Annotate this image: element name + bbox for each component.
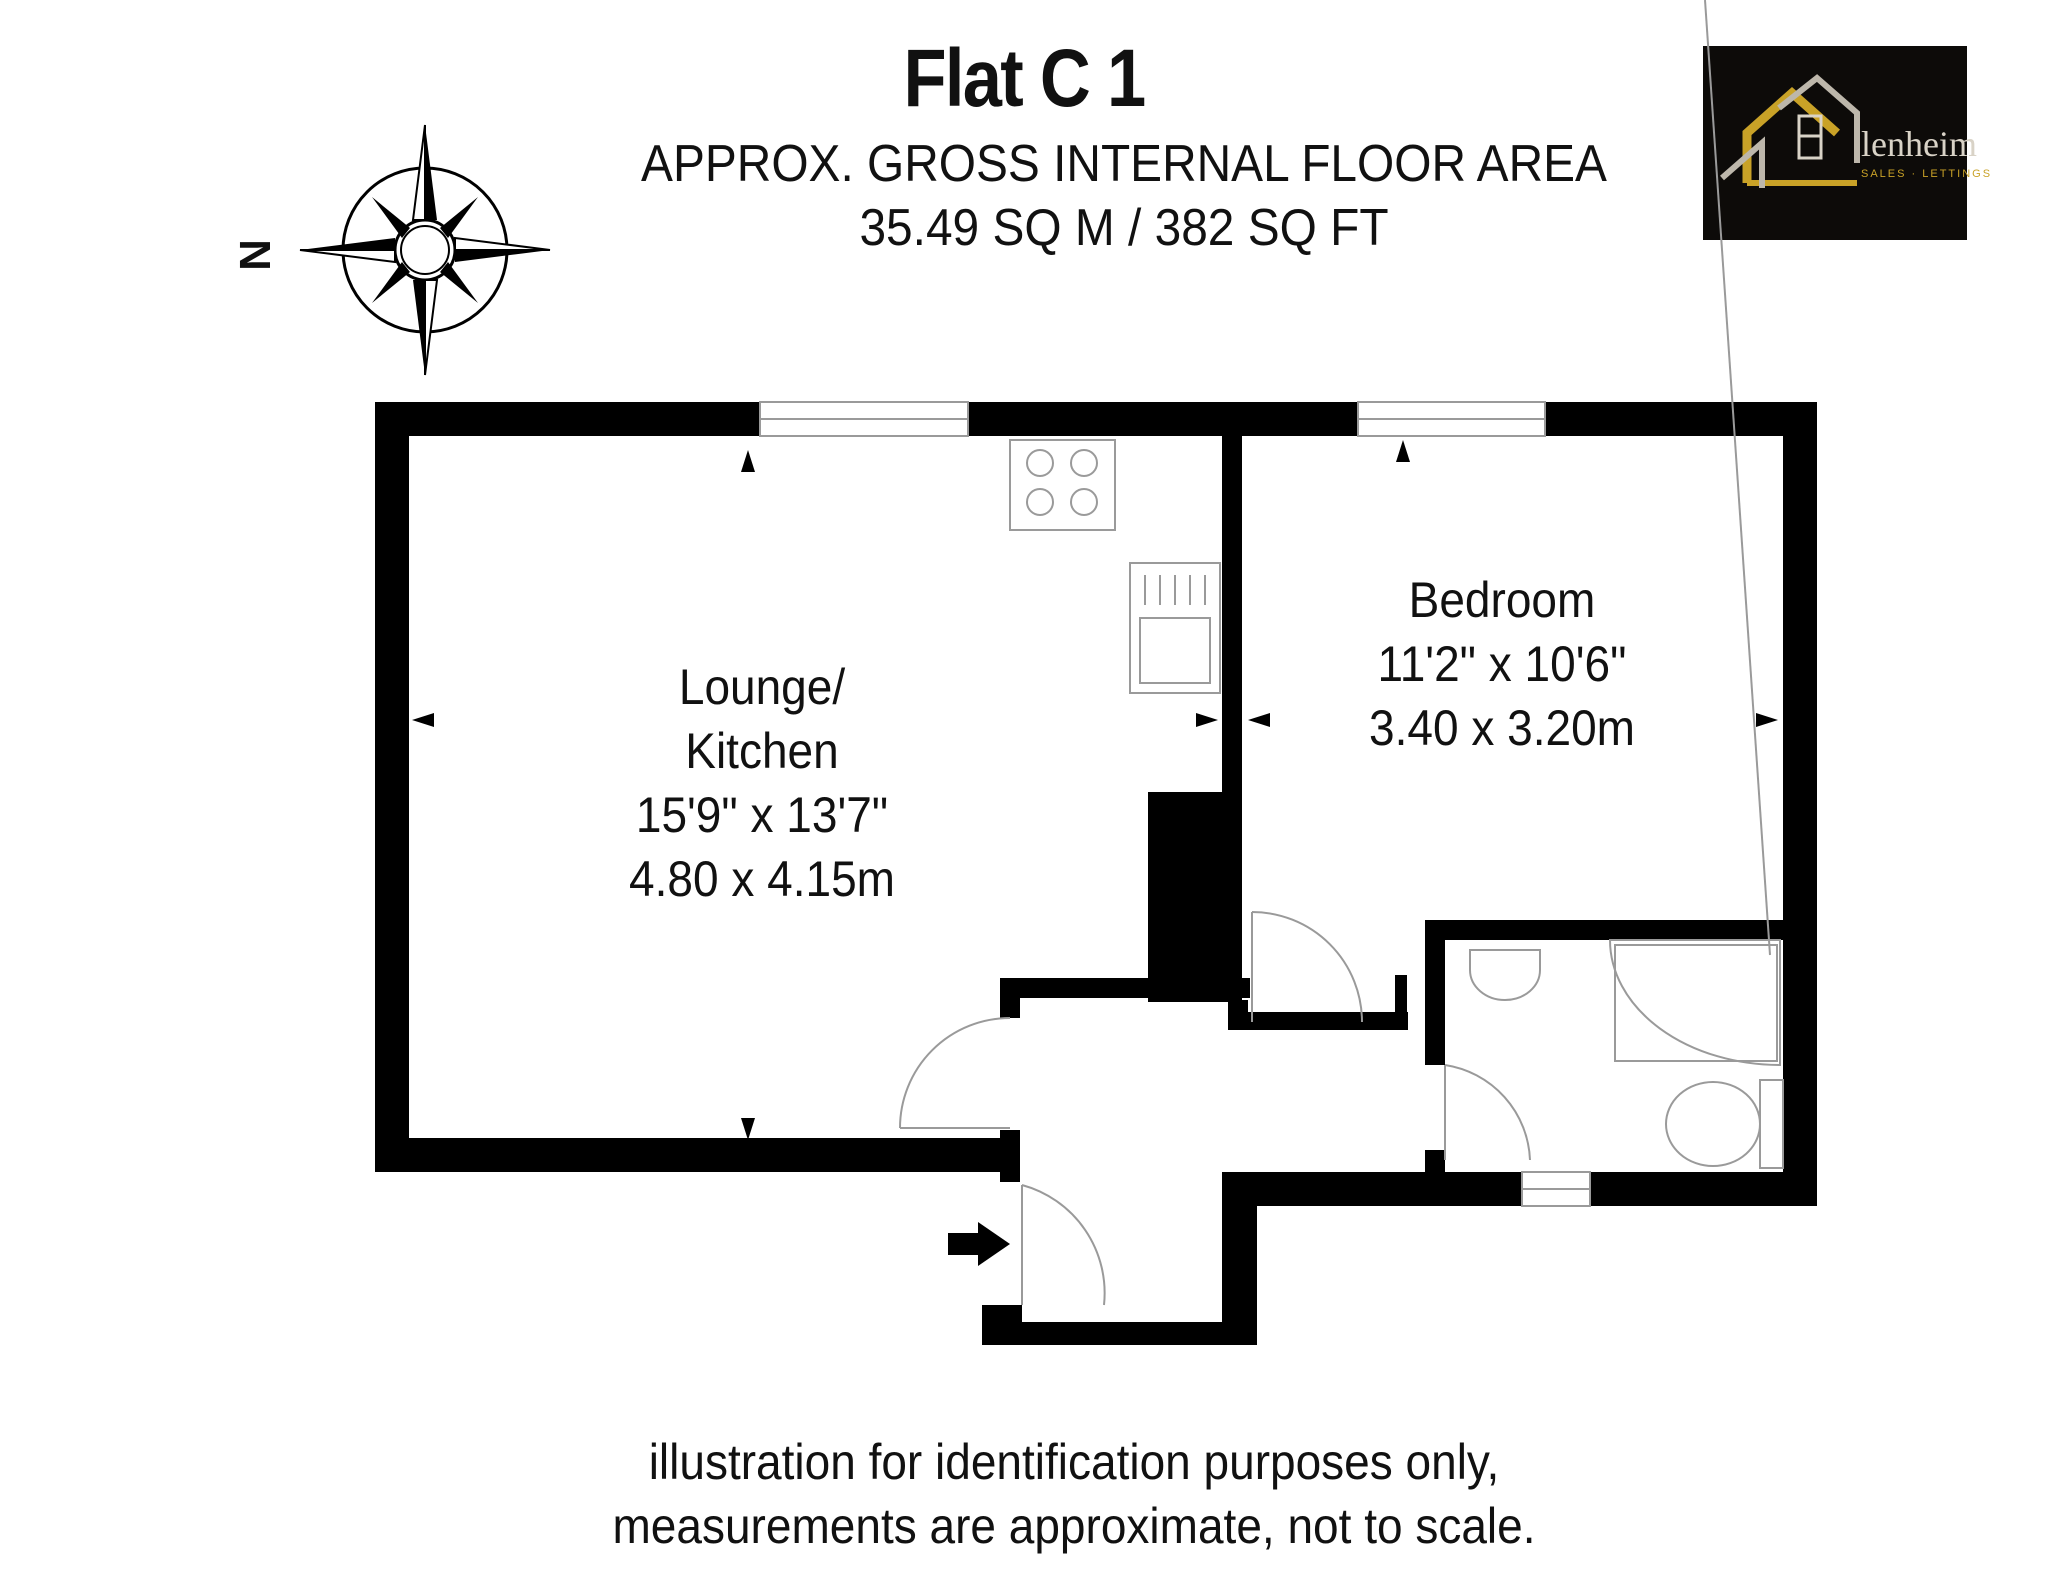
dimension-arrows bbox=[412, 440, 1778, 1140]
disclaimer-line: measurements are approximate, not to sca… bbox=[612, 1498, 1536, 1554]
room-name: Lounge/ bbox=[678, 659, 846, 715]
disclaimer: illustration for identification purposes… bbox=[476, 1430, 1672, 1558]
floor-area-label: APPROX. GROSS INTERNAL FLOOR AREA bbox=[641, 135, 1607, 193]
room-size-imperial: 15'9" x 13'7" bbox=[635, 787, 889, 843]
room-name: Bedroom bbox=[1408, 572, 1596, 628]
plan-title: Flat C 1 bbox=[903, 33, 1147, 124]
room-label-bedroom: Bedroom 11'2" x 10'6" 3.40 x 3.20m bbox=[1318, 568, 1686, 760]
agency-logo: lenheim SALES · LETTINGS bbox=[1703, 46, 1990, 240]
floor-area-block: APPROX. GROSS INTERNAL FLOOR AREA 35.49 … bbox=[526, 132, 1722, 260]
disclaimer-line: illustration for identification purposes… bbox=[648, 1434, 1500, 1490]
floor-area-value: 35.49 SQ M / 382 SQ FT bbox=[859, 199, 1389, 257]
compass-rose-icon bbox=[299, 124, 551, 376]
room-size-imperial: 11'2" x 10'6" bbox=[1377, 636, 1627, 692]
doors bbox=[899, 911, 1531, 1306]
kitchen-fixtures bbox=[1009, 439, 1221, 694]
windows bbox=[759, 401, 1591, 1207]
room-size-metric: 4.80 x 4.15m bbox=[629, 851, 895, 907]
logo-wordmark: lenheim bbox=[1861, 124, 1977, 164]
room-size-metric: 3.40 x 3.20m bbox=[1369, 700, 1635, 756]
logo-tagline: SALES · LETTINGS bbox=[1861, 168, 1993, 180]
walls bbox=[375, 402, 1817, 1345]
house-logo-icon bbox=[1720, 74, 1860, 188]
entrance-arrow-icon bbox=[948, 1222, 1010, 1266]
bathroom-fixtures bbox=[1469, 0, 1784, 1169]
room-name: Kitchen bbox=[685, 723, 839, 779]
room-label-lounge-kitchen: Lounge/ Kitchen 15'9" x 13'7" 4.80 x 4.1… bbox=[578, 655, 946, 911]
